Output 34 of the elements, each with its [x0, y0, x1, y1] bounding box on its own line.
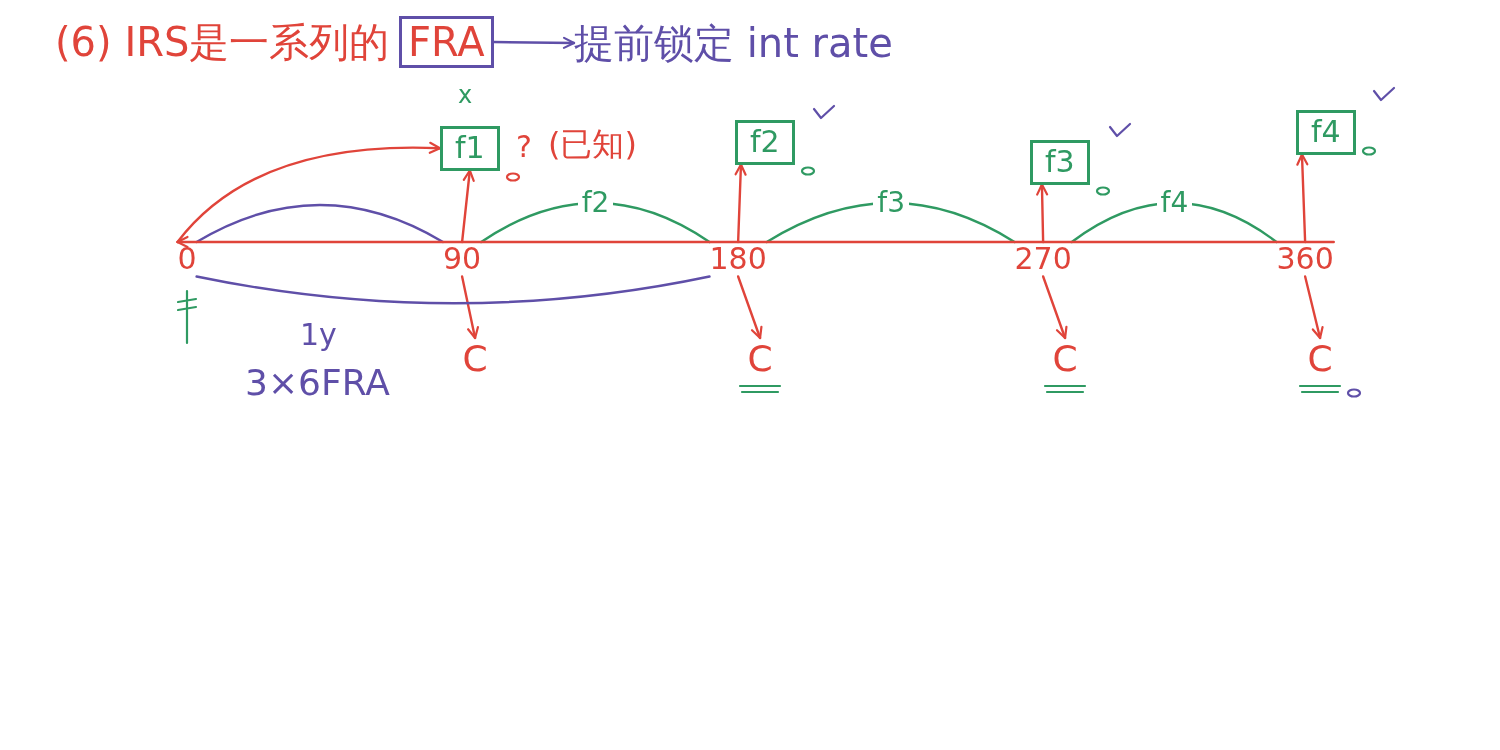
time-label: 270	[1014, 242, 1072, 277]
arrow	[736, 275, 763, 340]
arc-line	[195, 203, 445, 244]
arc-line	[195, 275, 711, 305]
arrow	[176, 235, 1335, 249]
annotation-text: 3×6FRA	[245, 362, 390, 404]
formula-box: f4	[1296, 110, 1356, 155]
heading-text: (6) IRS是一系列的	[55, 19, 390, 65]
annotation-text: 1y	[300, 318, 337, 353]
time-label: 90	[443, 242, 482, 277]
boxed-term: FRA	[399, 16, 494, 68]
arrow	[1296, 153, 1309, 244]
arrow	[460, 169, 475, 244]
formula-box: f3	[1030, 140, 1090, 185]
side-note: ?	[516, 130, 532, 165]
cash-flow-label: C	[1052, 338, 1078, 380]
note-text: 提前锁定 int rate	[574, 20, 893, 66]
arrow	[492, 36, 576, 49]
side-note: x	[458, 82, 473, 110]
time-label: 180	[709, 242, 767, 277]
time-label: 360	[1276, 242, 1334, 277]
formula-box: f2	[735, 120, 795, 165]
formula-box: f1	[440, 126, 500, 171]
time-label: 0	[177, 242, 197, 277]
arrow	[1036, 183, 1049, 244]
arrow	[734, 163, 747, 244]
cash-flow-label: C	[747, 338, 773, 380]
side-note: (已知)	[548, 126, 637, 163]
cash-flow-label: C	[1307, 338, 1333, 380]
curved-arrow	[176, 141, 442, 244]
cash-flow-label: C	[462, 338, 488, 380]
arrow	[1041, 275, 1068, 340]
arrow	[460, 275, 479, 340]
arrow	[1303, 275, 1324, 340]
